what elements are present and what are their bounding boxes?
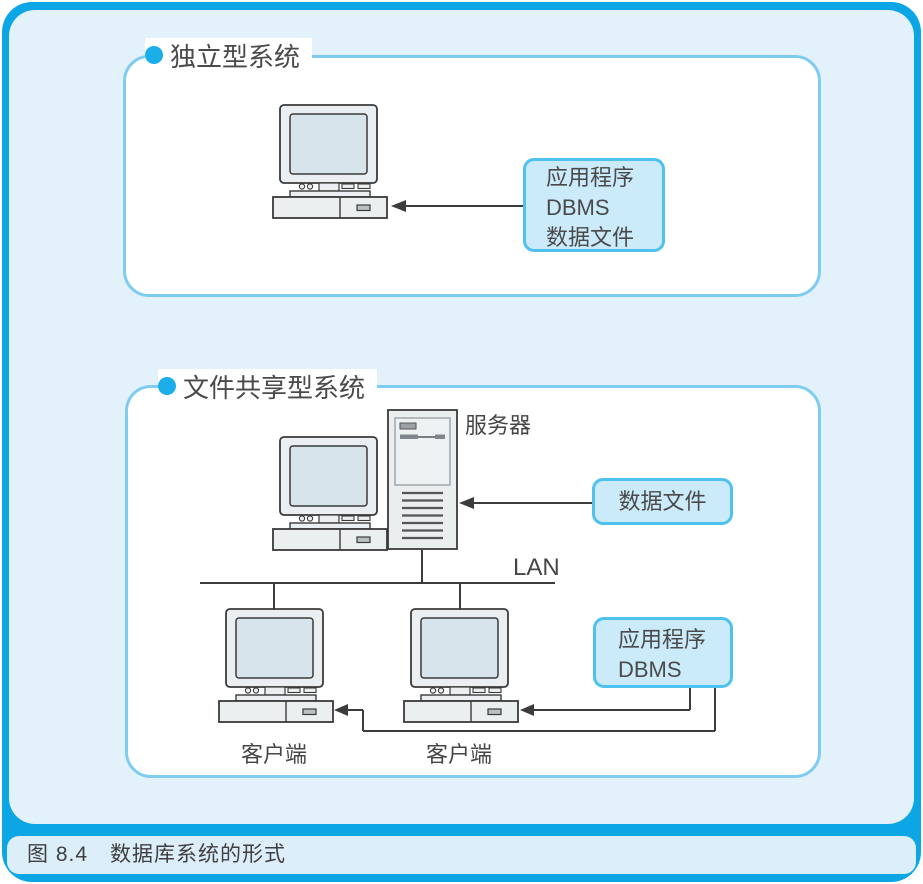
desktop-computer-icon — [272, 100, 388, 219]
server-label: 服务器 — [465, 413, 532, 438]
client1-label: 客户端 — [241, 742, 308, 767]
callout-line: 数据文件 — [546, 225, 635, 250]
file-sharing-system-title: 文件共享型系统 — [158, 369, 378, 403]
bullet-icon — [145, 46, 163, 64]
data-file-callout: 数据文件 — [592, 478, 733, 525]
lan-label: LAN — [513, 554, 560, 581]
standalone-system-title: 独立型系统 — [145, 38, 313, 72]
caption-bar: 图 8.4 数据库系统的形式 — [7, 836, 916, 874]
standalone-software-callout: 应用程序 DBMS 数据文件 — [523, 158, 665, 252]
desktop-computer-icon — [218, 604, 334, 723]
client2-label: 客户端 — [426, 742, 493, 767]
callout-line: DBMS — [546, 195, 610, 220]
standalone-system-panel — [123, 55, 821, 297]
figure-caption: 图 8.4 数据库系统的形式 — [27, 843, 287, 866]
callout-line: 应用程序 — [546, 165, 635, 190]
file-sharing-title-text: 文件共享型系统 — [183, 372, 366, 403]
server-tower-icon — [387, 409, 458, 550]
desktop-computer-icon — [403, 604, 519, 723]
callout-line: DBMS — [618, 657, 682, 682]
desktop-computer-icon — [272, 432, 388, 551]
standalone-title-text: 独立型系统 — [170, 41, 301, 72]
app-dbms-callout: 应用程序 DBMS — [593, 617, 733, 688]
callout-line: 应用程序 — [618, 627, 707, 652]
bullet-icon — [158, 377, 176, 395]
